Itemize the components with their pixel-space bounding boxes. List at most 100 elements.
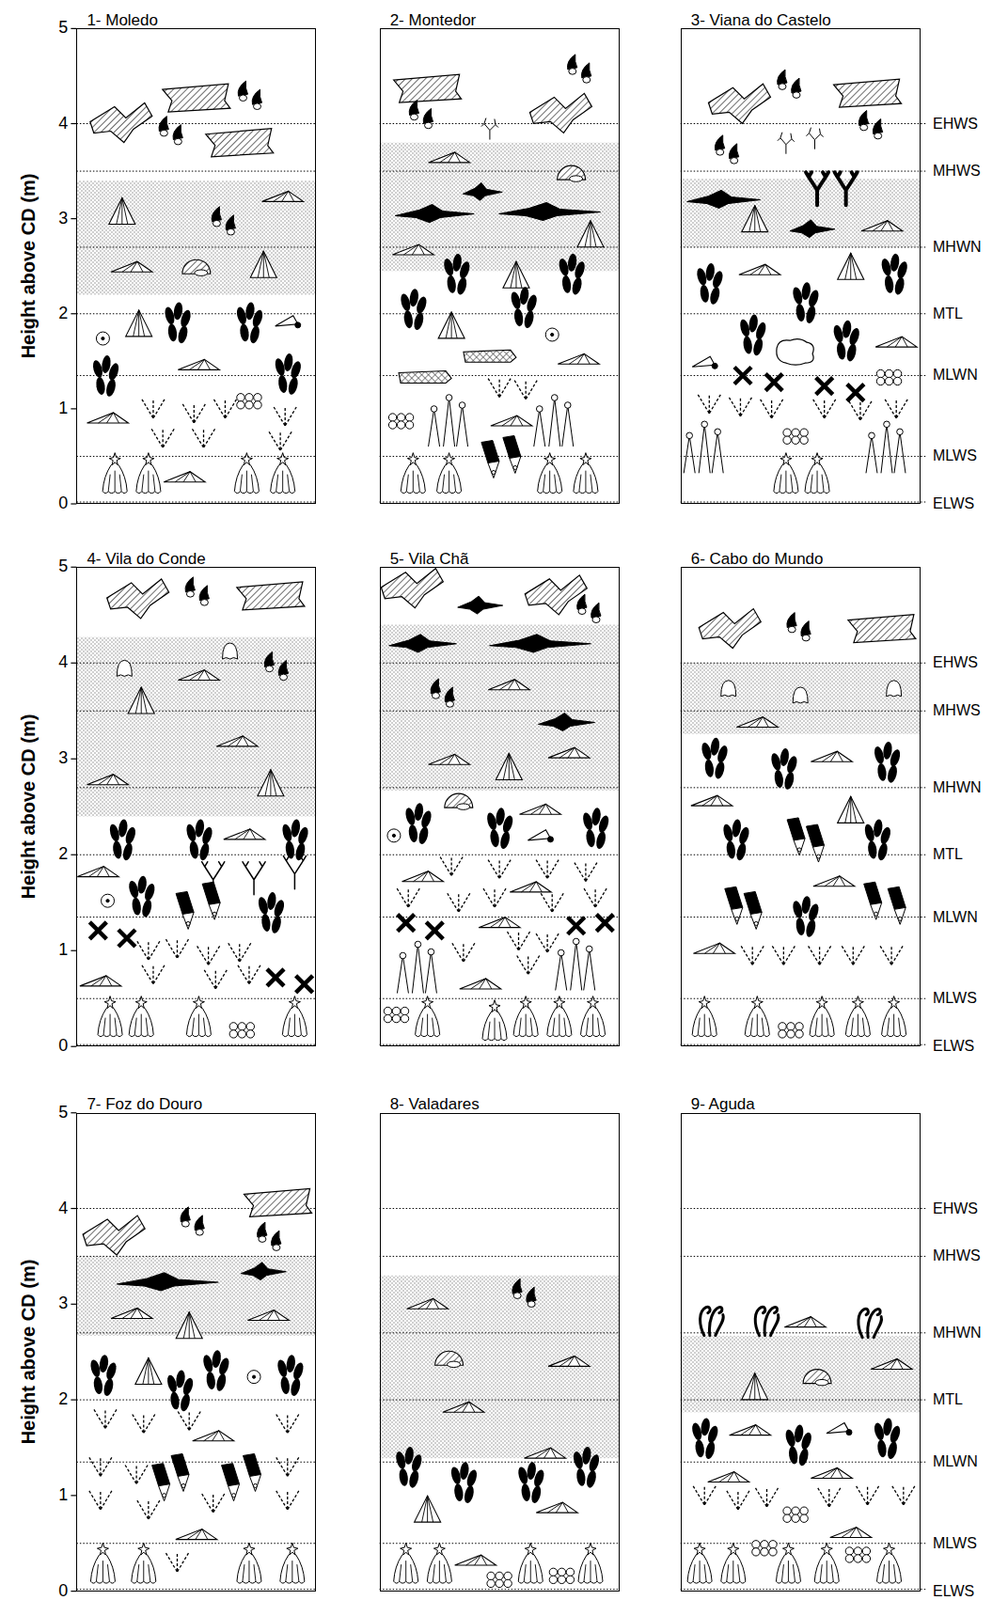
leaf-symbol: [389, 634, 457, 653]
tuft-lines: [579, 471, 593, 492]
stippled-band: [76, 637, 316, 818]
cross-mark: [425, 922, 443, 940]
alga-patch: [698, 609, 761, 649]
litt-symbol: [264, 651, 288, 680]
mussel-shell: [104, 1361, 118, 1382]
tuft-body: [804, 462, 830, 494]
mussel-shell: [102, 1377, 115, 1398]
mussel-symbol: [89, 1354, 119, 1398]
snail-shell: [158, 116, 169, 132]
fucoid-frond: [240, 1262, 286, 1281]
sponge-bead: [893, 377, 901, 385]
barnacle-ridges: [872, 220, 894, 232]
barnacle-ridges: [122, 1307, 143, 1319]
coral-symbol: [396, 888, 420, 908]
tuft-lines: [108, 471, 122, 492]
mussel-shell: [524, 293, 538, 314]
mussel-shell: [741, 335, 754, 355]
cross-mark: [118, 929, 136, 947]
barnacle-ridges: [503, 753, 515, 780]
fucoid-frond: [389, 634, 457, 653]
seaweed-symbol: [773, 453, 799, 494]
barn-symbol: [135, 1358, 162, 1386]
coral-symbol: [151, 428, 174, 448]
mussel-symbol: [449, 1462, 479, 1505]
snail-aperture: [874, 132, 882, 140]
tuft-star: [698, 996, 710, 1009]
snail-aperture: [425, 122, 433, 129]
coralline-tuft: [213, 399, 237, 419]
litt-symbol: [180, 1207, 205, 1236]
snail-aperture: [200, 599, 208, 607]
moss-symbol: [481, 118, 499, 141]
bubbles-symbol: [783, 428, 808, 444]
yfork-symbol: [834, 172, 858, 205]
seaweed-symbol: [437, 453, 462, 494]
stalk-lines: [683, 435, 695, 473]
barnflat-symbol: [861, 220, 903, 232]
xmark-symbol: [267, 969, 284, 987]
barnacle-ridges: [133, 310, 145, 337]
panel-symbols: [77, 577, 313, 1039]
stalk-lines: [443, 397, 456, 447]
cross-mark: [267, 969, 284, 987]
snail: [264, 651, 274, 672]
barnacle-flat: [87, 412, 129, 424]
tuft-body: [136, 462, 161, 494]
snail-aperture: [212, 220, 221, 227]
barnacle-ridges: [257, 251, 269, 278]
tuft-star: [400, 1543, 412, 1556]
litt-symbol: [787, 613, 811, 642]
barnflat-symbol: [459, 978, 502, 990]
tuft-body: [547, 1006, 572, 1038]
barnacle-peduncle: [870, 902, 882, 920]
seaweed-symbol: [128, 996, 154, 1038]
cross-mark: [816, 378, 834, 395]
barnflat-symbol: [262, 190, 304, 202]
barnacle-ridges: [749, 1373, 761, 1401]
mussel-symbol: [880, 252, 910, 296]
xmark-symbol: [397, 914, 415, 932]
barnacle-ridges: [88, 866, 110, 878]
bubbles-symbol: [876, 369, 901, 385]
tuft-lines: [519, 1014, 533, 1036]
tide-level-line: [379, 1332, 620, 1334]
sponge-bead: [876, 377, 884, 385]
snail: [714, 135, 725, 156]
barn-symbol: [503, 261, 530, 288]
seaweed-symbol: [102, 453, 127, 494]
mussel-shell: [456, 276, 469, 297]
tide-level-label: MLWS: [932, 1535, 977, 1553]
barnacle-ridges: [502, 415, 523, 426]
stalk-head: [897, 428, 904, 436]
coral-symbol: [141, 399, 165, 419]
leaf-symbol: [394, 204, 474, 223]
mussel-shell: [169, 1391, 181, 1411]
snail-shell: [257, 1222, 268, 1238]
sponge-bead: [884, 377, 893, 385]
coral-symbol: [697, 394, 721, 414]
coralline-tuft: [740, 945, 764, 965]
organism-symbols: [77, 54, 917, 1589]
coralline-tuft: [202, 1494, 225, 1513]
coral-symbol: [880, 945, 903, 965]
site-panel: 2- Montedor: [379, 28, 620, 504]
coralline-tuft: [177, 1411, 201, 1431]
barnacle-ridges: [174, 472, 196, 483]
sponge-bead: [405, 421, 413, 429]
mussel-shell: [286, 376, 300, 396]
tuft-star: [587, 996, 599, 1009]
stalk-head: [557, 949, 565, 957]
mussel-shell: [783, 771, 796, 791]
snail-shell: [423, 108, 433, 124]
snail: [271, 1230, 282, 1251]
panel-symbols: [691, 609, 916, 1040]
barnacle-capitulum: [175, 891, 194, 914]
tide-level-label: MTL: [932, 1391, 963, 1409]
snail: [791, 78, 802, 98]
tuft-star: [888, 996, 900, 1009]
sponge-bead: [783, 428, 791, 437]
coralline-tuft: [697, 394, 721, 414]
sponge-bead: [549, 1568, 557, 1576]
snail-aperture: [730, 157, 739, 165]
